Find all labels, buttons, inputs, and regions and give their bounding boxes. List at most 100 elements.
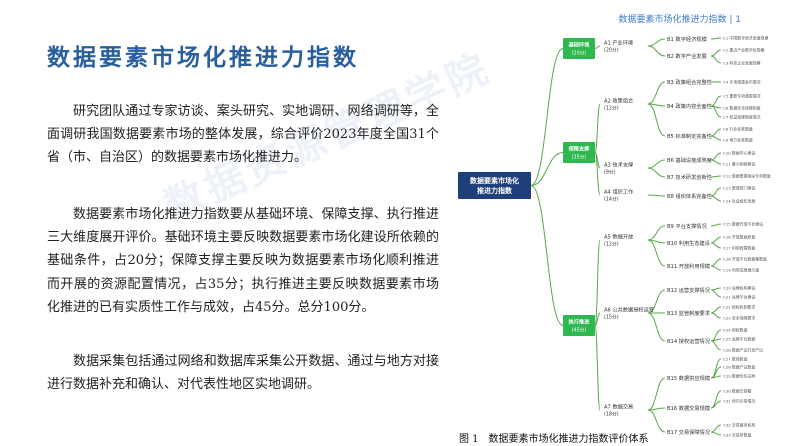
c-item: C14 社会组织发展 [723,199,755,204]
c-item: C25 运营平台数据 [723,337,755,342]
b-c-connector [710,312,722,319]
a-b-connector [647,167,666,178]
c-item: C4 专项政策发布情况 [723,80,761,85]
a-b-connector [647,289,666,314]
a-item-score: (20分) [604,47,619,54]
b-c-connector [710,152,722,161]
b-item: B3 政策组合完整性 [667,78,712,86]
b-item: B13 监管制度要求 [667,309,711,317]
b-c-connector [710,236,722,244]
b-item: B11 开放利用规模 [667,262,710,270]
c-item: C23 安全保障要求 [723,316,755,321]
b-c-connector [710,431,722,436]
c-item: C6 数据安全保障制度 [723,106,761,111]
page-title: 数据要素市场化推进力指数 [47,45,359,71]
c-item: C33 交易所数量 [723,433,751,438]
a-item-score: (14分) [604,196,619,203]
text-column: 数据资源管理学院 数据要素市场化推进力指数 研究团队通过专家访谈、案头研究、实地… [47,45,498,393]
b-c-connector [710,424,722,433]
c-item: C32 交易服务机构 [723,423,755,428]
paragraph-dimensions: 数据要素市场化推进力指数要从基础环境、保障支撑、执行推进三大维度展开评价。基础环… [47,207,439,315]
c-item: C9 地方标准数量 [723,138,753,143]
a-item-name: A2 政策组合 [604,97,634,105]
a-b-connector [647,409,666,433]
b-c-connector [710,105,722,118]
c-item: C20 运营机构建设 [723,286,755,291]
b-item: B6 基础设施成熟度 [667,156,712,164]
b-c-connector [710,289,722,298]
a-item-score: (18分) [604,411,619,418]
c-item: C29 数据供应品种 [723,374,755,379]
a-b-connector [647,194,666,197]
paragraph-data-collection: 数据采集包括通过网络和数据库采集公开数据、通过与地方对接进行数据补充和确认、对代… [47,354,439,393]
b-c-connector [710,128,722,137]
figure-caption-text: 数据要素市场化推进力指数评价体系 [488,434,649,445]
paragraph-intro: 研究团队通过专家访谈、案头研究、实地调研、网络调研等，全面调研我国数据要素市场的… [47,104,439,166]
c-item: C12 数据要素相关专利数量 [723,174,771,179]
dimension-score: (35分) [572,154,587,161]
c-item: C11 算力网络建设 [723,162,755,167]
a-item-score: (12分) [604,241,619,248]
c-item: C26 数据产品开发产出 [723,348,763,353]
b-c-connector [710,265,722,271]
c-item: C2 重点产业数字化规模 [723,48,765,53]
b-c-connector [710,340,722,351]
c-item: C30 数据交易额 [723,389,751,394]
dimension-name: 保障支撑 [568,145,591,153]
c-item: C27 数商数量 [723,357,748,362]
a-item-name: A4 组织工作 [604,188,633,196]
c-item: C28 数据产品数量 [723,365,755,370]
a-item-name: A5 数据开放 [604,233,634,241]
b-item: B4 政策内容全面性 [667,102,712,110]
c-item: C24 授权数量 [723,328,748,333]
b-c-connector [710,37,722,40]
b-c-connector [710,159,722,165]
c-item: C21 运营平台建设 [723,295,755,300]
a-b-connector [647,377,666,411]
b-item: B15 数据供应规模 [667,374,710,382]
b-c-connector [710,306,722,314]
b-c-connector [710,400,722,409]
dimension-a-connector [594,325,601,411]
b-c-connector [710,55,722,64]
c-item: C10 数据中心建设 [723,151,755,156]
a-b-connector [647,103,666,137]
b-item: B12 运营支撑情况 [667,286,711,294]
dimension-a-connector [594,103,601,153]
b-item: B16 数据交易规模 [667,404,710,412]
b-c-connector [710,375,722,379]
a-item-name: A7 数据交易 [604,403,633,411]
dimension-name: 基础环境 [568,41,591,49]
c-item: C3 科技企业发展规模 [723,61,761,66]
a-item-name: A3 技术支撑 [604,161,633,169]
c-item: C22 授权机制要求 [723,305,755,310]
root-dimension-connector [530,185,564,326]
dimension-a-connector [594,312,601,326]
a-item-name: A1 产业环境 [604,39,633,47]
c-item: C17 利用政策数量 [723,246,755,251]
c-item: C31 场内交易情况 [723,399,755,404]
b-c-connector [710,187,722,197]
b-c-connector [710,135,722,141]
a-b-connector [647,159,666,169]
b-item: B17 交易保障情况 [667,428,711,436]
a-b-connector [647,225,666,241]
b-c-connector [710,195,722,202]
c-item: C18 开放平台数据集数量 [723,257,767,262]
b-c-connector [710,95,722,107]
b-item: B9 平台支撑情况 [667,222,707,230]
running-header: 数据要素市场化推进力指数 | 1 [618,15,741,25]
dimension-score: (20分) [572,50,587,57]
dimension-box [563,315,595,336]
dimension-score: (45分) [572,327,587,334]
a-b-connector [647,45,666,57]
dimension-box [563,142,595,163]
root-dimension-connector [530,152,564,186]
root-node-label: 数据要素市场化 [470,176,519,185]
b-c-connector [710,258,722,267]
b-item: B1 数字经济规模 [667,35,707,43]
b-c-connector [710,223,722,227]
c-item: C8 行业标准数量 [723,127,753,132]
c-item: C13 管理部门建设 [723,186,755,191]
figure-number: 图 1 [459,434,479,445]
